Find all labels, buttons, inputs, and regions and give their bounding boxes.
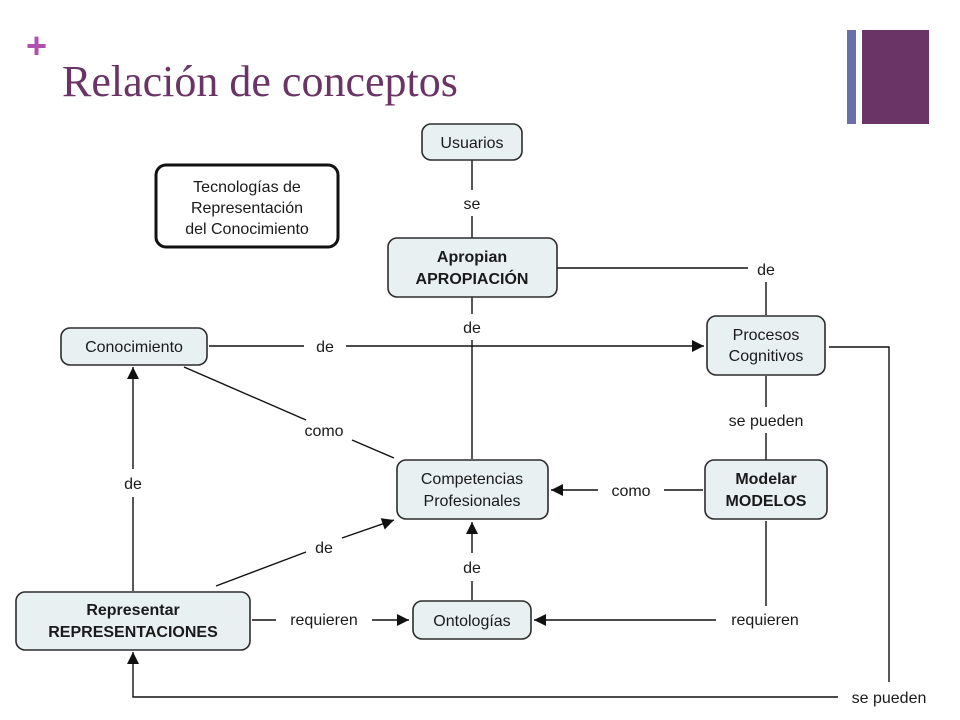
link-label-background [300, 421, 348, 442]
label-como-modelar-competencias: como [611, 483, 650, 500]
node-apropian-line-2: APROPIACIÓN [416, 269, 529, 288]
node-ontologias[interactable]: Ontologías [412, 600, 532, 640]
label-de-representar-competencias: de [315, 540, 333, 557]
node-procesos-line-1: Procesos [733, 327, 800, 344]
node-apropian[interactable]: Apropian APROPIACIÓN [387, 237, 558, 298]
link-label-background [459, 318, 485, 339]
link-labels: se de de de como se pueden como de de de… [120, 194, 931, 709]
label-requieren-modelar-ontologias: requieren [731, 612, 799, 629]
edge-de-competencias-arrow [341, 518, 395, 539]
node-conocimiento[interactable]: Conocimiento [60, 327, 208, 366]
node-competencias-line-1: Competencias [421, 471, 523, 488]
node-tecnologias-line-2: Representación [191, 200, 303, 217]
edges [127, 160, 890, 698]
label-de-representar-conocimiento: de [124, 476, 142, 493]
edge-representar-de-2 [215, 551, 307, 587]
link-label-background [311, 538, 337, 559]
node-modelar-line-2: MODELOS [726, 493, 807, 510]
label-de-apropian-procesos: de [757, 262, 775, 279]
node-representar[interactable]: Representar REPRESENTACIONES [15, 591, 251, 651]
link-label-background [724, 411, 808, 432]
label-se: se [464, 196, 481, 213]
link-label-background [607, 481, 655, 502]
node-competencias-line-2: Profesionales [424, 493, 521, 510]
link-label-background [120, 474, 146, 495]
page-title: Relación de conceptos [62, 57, 458, 106]
link-label-background [459, 558, 485, 579]
node-modelar[interactable]: Modelar MODELOS [704, 459, 828, 520]
node-tecnologias-line-3: del Conocimiento [185, 221, 309, 238]
label-de-conocimiento-procesos: de [316, 339, 334, 356]
decorative-bar-thin [847, 30, 856, 124]
link-label-background [286, 610, 362, 631]
label-requieren-representar-ontologias: requieren [290, 612, 358, 629]
node-usuarios-label: Usuarios [440, 135, 503, 152]
node-tecnologias[interactable]: Tecnologías de Representación del Conoci… [154, 163, 340, 249]
decorative-bar-thick [862, 30, 929, 124]
label-se-pueden-procesos-modelar: se pueden [729, 413, 804, 430]
node-representar-line-1: Representar [86, 602, 179, 619]
node-ontologias-label: Ontologías [433, 613, 510, 630]
link-label-background [312, 337, 338, 358]
edge-sepueden-representar-arrow [127, 652, 838, 698]
edge-procesos-sepueden-2 [829, 346, 890, 682]
node-procesos-line-2: Cognitivos [729, 348, 804, 365]
link-label-background [847, 688, 931, 709]
label-de-apropian-competencias: de [463, 320, 481, 337]
link-label-background [727, 610, 803, 631]
node-procesos-cognitivos[interactable]: Procesos Cognitivos [706, 315, 826, 376]
edge-como-competencias [351, 439, 395, 459]
node-representar-line-2: REPRESENTACIONES [48, 624, 218, 641]
node-apropian-line-1: Apropian [437, 249, 507, 266]
link-label-background [459, 194, 485, 215]
edge-conocimiento-como [183, 366, 307, 421]
link-label-background [753, 260, 779, 281]
node-conocimiento-label: Conocimiento [85, 339, 183, 356]
node-tecnologias-line-1: Tecnologías de [193, 179, 301, 196]
node-usuarios[interactable]: Usuarios [421, 123, 523, 161]
node-competencias-profesionales[interactable]: Competencias Profesionales [396, 459, 549, 520]
label-de-ontologias-competencias: de [463, 560, 481, 577]
slide-bullet-plus: + [26, 25, 48, 66]
node-modelar-line-1: Modelar [735, 471, 796, 488]
label-como-conocimiento-competencias: como [304, 423, 343, 440]
label-se-pueden-procesos-representar: se pueden [852, 690, 927, 707]
